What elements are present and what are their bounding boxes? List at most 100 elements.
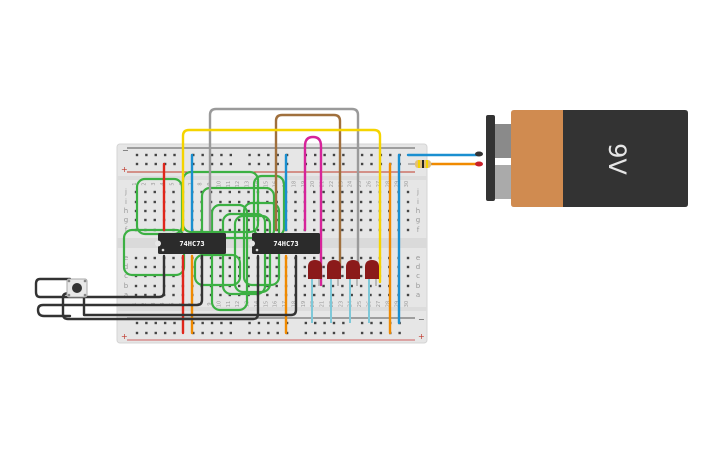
breadboard-hole[interactable]	[237, 209, 241, 213]
rail-hole[interactable]	[360, 162, 364, 166]
breadboard-hole[interactable]	[313, 228, 316, 232]
breadboard-hole[interactable]	[237, 284, 241, 288]
breadboard-hole[interactable]	[247, 228, 250, 232]
ic-chip-2[interactable]: 74HC73	[249, 233, 320, 254]
breadboard-hole[interactable]	[266, 293, 269, 297]
rail-hole[interactable]	[210, 321, 214, 325]
breadboard-hole[interactable]	[350, 190, 353, 194]
breadboard-hole[interactable]	[266, 218, 269, 222]
rail-hole[interactable]	[220, 321, 223, 325]
breadboard-hole[interactable]	[153, 190, 156, 194]
breadboard-hole[interactable]	[134, 284, 138, 288]
rail-hole[interactable]	[304, 331, 308, 335]
rail-hole[interactable]	[210, 153, 214, 157]
rail-hole[interactable]	[145, 162, 148, 166]
breadboard-hole[interactable]	[369, 200, 372, 204]
breadboard-hole[interactable]	[406, 209, 410, 213]
led-red[interactable]	[308, 260, 322, 323]
breadboard-hole[interactable]	[331, 218, 335, 222]
rail-hole[interactable]	[201, 321, 204, 325]
breadboard-hole[interactable]	[359, 200, 363, 204]
black-wire[interactable]	[36, 254, 204, 318]
breadboard-hole[interactable]	[322, 228, 325, 232]
rail-hole[interactable]	[192, 321, 195, 325]
breadboard-hole[interactable]	[237, 228, 241, 232]
breadboard-hole[interactable]	[322, 218, 325, 222]
breadboard-hole[interactable]	[322, 200, 325, 204]
breadboard-hole[interactable]	[303, 256, 307, 260]
breadboard-hole[interactable]	[172, 265, 175, 269]
breadboard-hole[interactable]	[406, 218, 410, 222]
yellow-wire[interactable]	[181, 128, 382, 284]
rail-hole[interactable]	[379, 321, 383, 325]
breadboard-hole[interactable]	[359, 274, 363, 278]
breadboard-hole[interactable]	[228, 218, 231, 222]
black-wire[interactable]	[61, 254, 260, 321]
breadboard-hole[interactable]	[172, 293, 175, 297]
breadboard-hole[interactable]	[341, 256, 344, 260]
breadboard-hole[interactable]	[369, 256, 372, 260]
rail-hole[interactable]	[276, 162, 279, 166]
breadboard-hole[interactable]	[341, 284, 344, 288]
breadboard-hole[interactable]	[219, 293, 222, 297]
breadboard-hole[interactable]	[359, 284, 363, 288]
rail-hole[interactable]	[135, 162, 139, 166]
breadboard-hole[interactable]	[247, 209, 250, 213]
led-red[interactable]	[365, 260, 379, 323]
rail-hole[interactable]	[332, 162, 336, 166]
breadboard-hole[interactable]	[359, 256, 363, 260]
breadboard-hole[interactable]	[247, 284, 250, 288]
breadboard-hole[interactable]	[359, 190, 363, 194]
breadboard-hole[interactable]	[266, 256, 269, 260]
rail-hole[interactable]	[323, 321, 326, 325]
rail-hole[interactable]	[201, 331, 204, 335]
breadboard-hole[interactable]	[247, 265, 250, 269]
gray-wire[interactable]	[208, 107, 360, 272]
rail-hole[interactable]	[173, 153, 176, 157]
breadboard-hole[interactable]	[359, 293, 363, 297]
rail-hole[interactable]	[257, 153, 261, 157]
rail-hole[interactable]	[323, 153, 326, 157]
rail-hole[interactable]	[220, 162, 223, 166]
rail-hole[interactable]	[370, 153, 373, 157]
brown-wire[interactable]	[274, 113, 342, 272]
rail-hole[interactable]	[154, 162, 157, 166]
breadboard-hole[interactable]	[369, 218, 372, 222]
rail-hole[interactable]	[248, 331, 251, 335]
breadboard-hole[interactable]	[247, 218, 250, 222]
breadboard-hole[interactable]	[275, 293, 278, 297]
breadboard-hole[interactable]	[144, 256, 147, 260]
rail-hole[interactable]	[370, 162, 373, 166]
breadboard-hole[interactable]	[237, 218, 241, 222]
breadboard-hole[interactable]	[134, 265, 138, 269]
rail-hole[interactable]	[248, 153, 251, 157]
rail-hole[interactable]	[135, 321, 139, 325]
resistor[interactable]	[408, 160, 432, 168]
breadboard-hole[interactable]	[294, 190, 297, 194]
breadboard-hole[interactable]	[331, 209, 335, 213]
breadboard-hole[interactable]	[266, 228, 269, 232]
rail-hole[interactable]	[229, 321, 232, 325]
rail-hole[interactable]	[210, 331, 214, 335]
breadboard-hole[interactable]	[172, 209, 175, 213]
rail-hole[interactable]	[360, 153, 364, 157]
breadboard-hole[interactable]	[341, 274, 344, 278]
led-red[interactable]	[327, 260, 341, 323]
breadboard-hole[interactable]	[341, 265, 344, 269]
breadboard-hole[interactable]	[228, 256, 231, 260]
breadboard-hole[interactable]	[247, 256, 250, 260]
breadboard-hole[interactable]	[406, 228, 410, 232]
rail-hole[interactable]	[267, 162, 270, 166]
rail-hole[interactable]	[314, 321, 317, 325]
breadboard-hole[interactable]	[313, 218, 316, 222]
rail-hole[interactable]	[314, 153, 317, 157]
rail-hole[interactable]	[163, 331, 167, 335]
breadboard-hole[interactable]	[350, 256, 353, 260]
rail-hole[interactable]	[314, 331, 317, 335]
rail-hole[interactable]	[360, 331, 364, 335]
rail-hole[interactable]	[389, 153, 392, 157]
breadboard-hole[interactable]	[350, 200, 353, 204]
rail-hole[interactable]	[332, 331, 336, 335]
led-red[interactable]	[346, 260, 360, 323]
black-wire[interactable]	[82, 254, 298, 317]
